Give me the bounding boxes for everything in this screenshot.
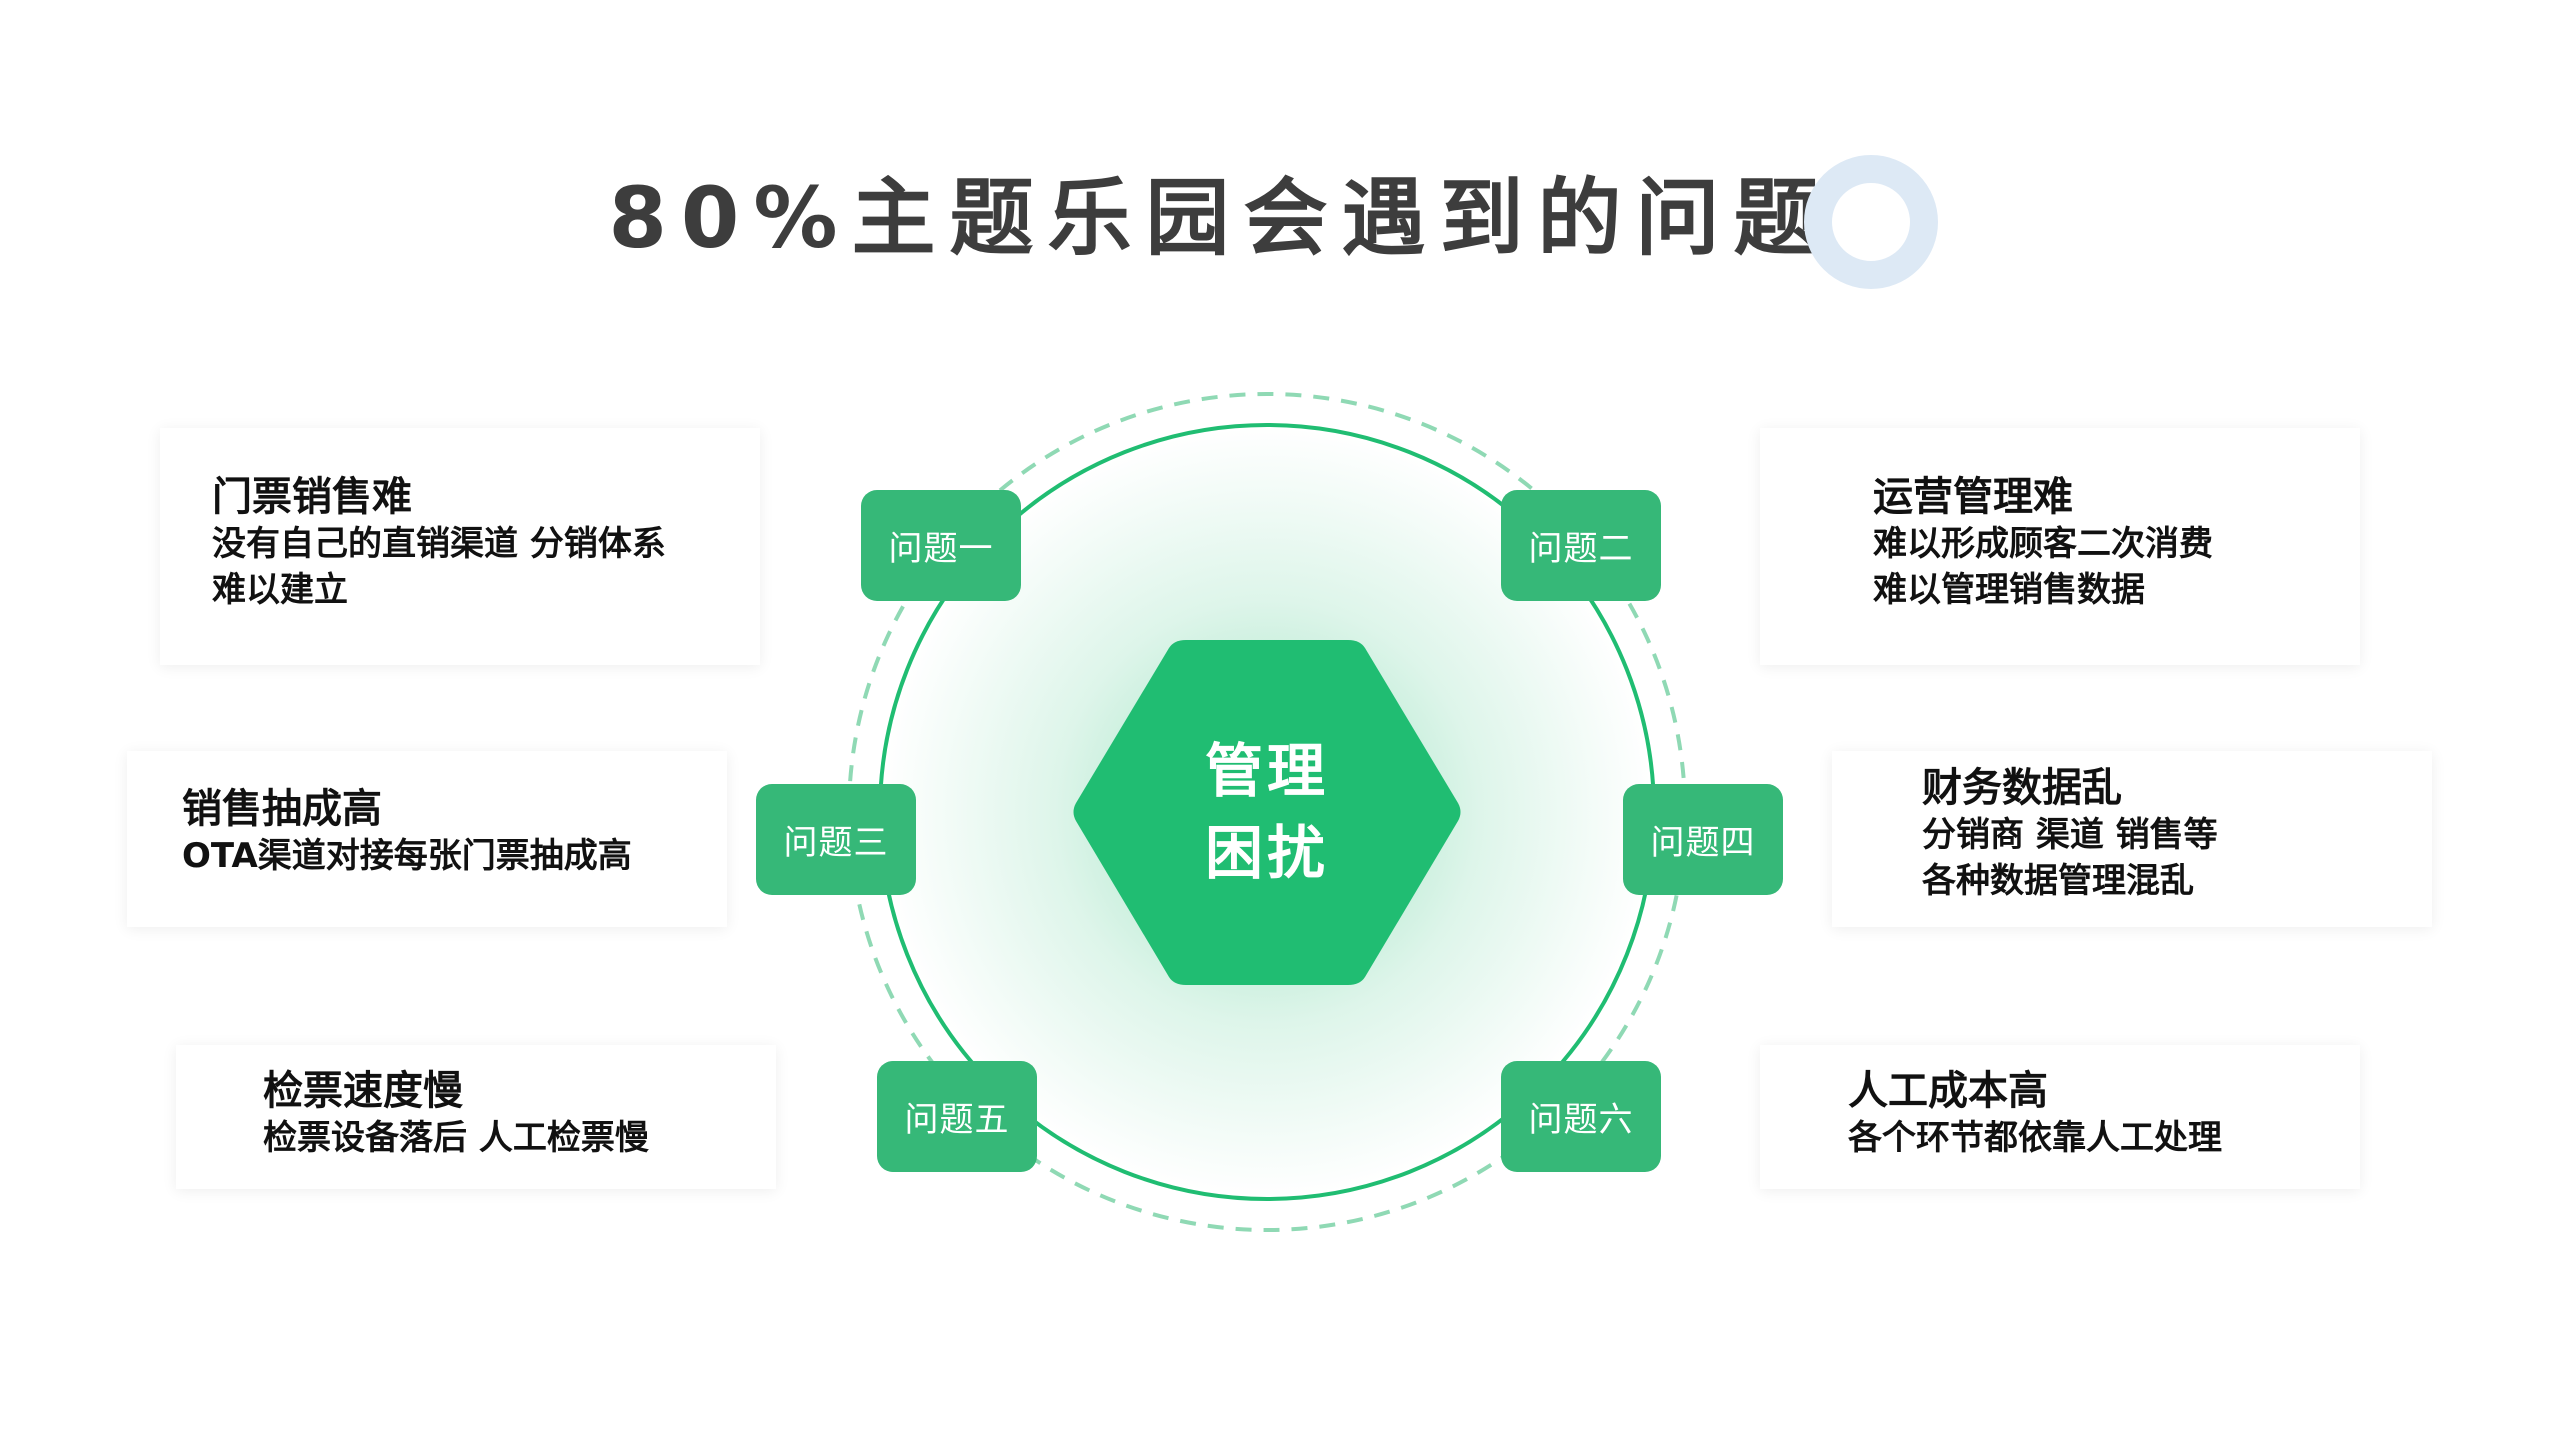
card-line: 难以建立 bbox=[212, 570, 348, 610]
card-line: 各种数据管理混乱 bbox=[1922, 861, 2194, 901]
card-line: 没有自己的直销渠道 分销体系 bbox=[212, 524, 666, 564]
card-ticket-check: 检票速度慢 检票设备落后 人工检票慢 bbox=[176, 1045, 776, 1189]
card-commission: 销售抽成高 OTA渠道对接每张门票抽成高 bbox=[127, 751, 727, 927]
center-hexagon bbox=[1073, 640, 1461, 985]
card-line: 检票设备落后 人工检票慢 bbox=[263, 1118, 649, 1158]
card-line: 各个环节都依靠人工处理 bbox=[1848, 1118, 2222, 1158]
card-line: 分销商 渠道 销售等 bbox=[1922, 815, 2218, 855]
badge-problem-2: 问题二 bbox=[1501, 490, 1661, 601]
center-label-line1: 管理 bbox=[1204, 737, 1329, 805]
center-label: 管理 困扰 bbox=[1071, 730, 1463, 894]
badge-problem-1: 问题一 bbox=[861, 490, 1021, 601]
card-labor-cost: 人工成本高 各个环节都依靠人工处理 bbox=[1760, 1045, 2360, 1189]
center-label-line2: 困扰 bbox=[1204, 819, 1329, 887]
card-title: 财务数据乱 bbox=[1922, 765, 2122, 811]
card-title: 门票销售难 bbox=[212, 474, 412, 520]
badge-problem-3: 问题三 bbox=[756, 784, 916, 895]
card-title: 检票速度慢 bbox=[263, 1068, 463, 1114]
card-line: 难以管理销售数据 bbox=[1873, 570, 2145, 610]
card-ticket-sales: 门票销售难 没有自己的直销渠道 分销体系 难以建立 bbox=[160, 428, 760, 665]
card-title: 运营管理难 bbox=[1873, 474, 2073, 520]
card-line: 难以形成顾客二次消费 bbox=[1873, 524, 2213, 564]
card-finance: 财务数据乱 分销商 渠道 销售等 各种数据管理混乱 bbox=[1832, 751, 2432, 927]
page-title: 80%主题乐园会遇到的问题 bbox=[608, 169, 1832, 267]
badge-problem-4: 问题四 bbox=[1623, 784, 1783, 895]
card-title: 人工成本高 bbox=[1848, 1068, 2048, 1114]
card-title: 销售抽成高 bbox=[182, 786, 382, 832]
badge-problem-6: 问题六 bbox=[1501, 1061, 1661, 1172]
badge-problem-5: 问题五 bbox=[877, 1061, 1037, 1172]
card-operations: 运营管理难 难以形成顾客二次消费 难以管理销售数据 bbox=[1760, 428, 2360, 665]
card-line: OTA渠道对接每张门票抽成高 bbox=[182, 836, 632, 876]
